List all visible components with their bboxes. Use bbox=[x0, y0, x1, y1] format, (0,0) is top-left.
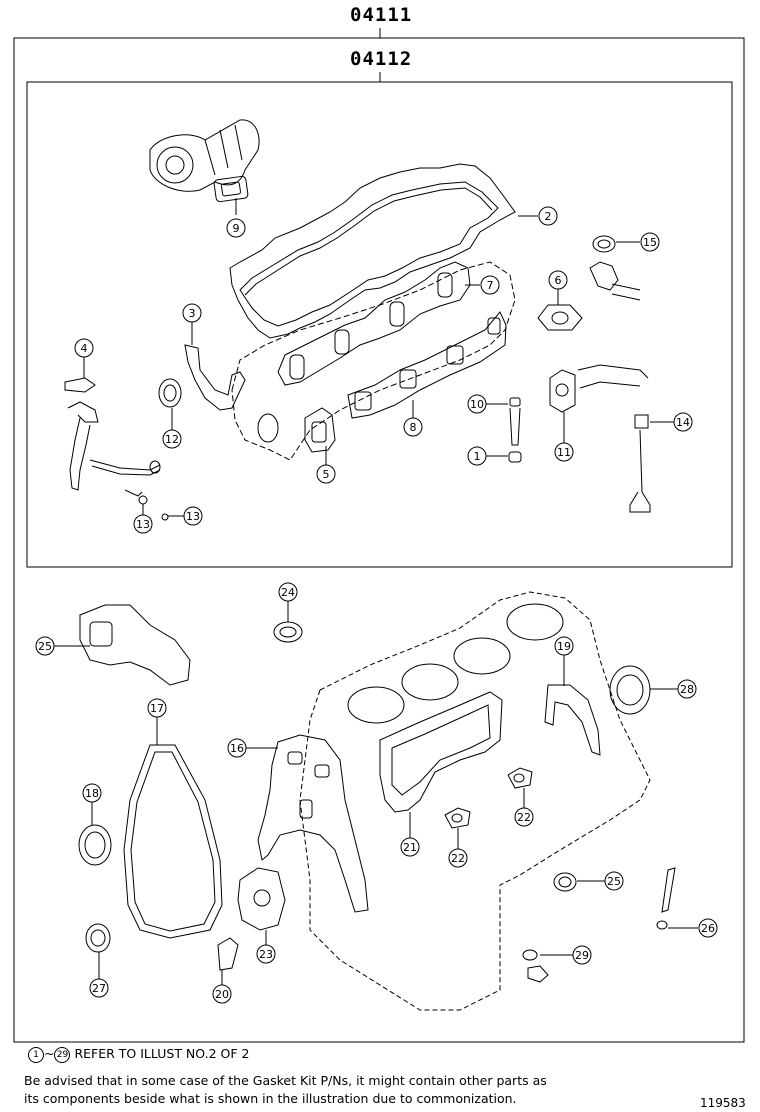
svg-text:10: 10 bbox=[470, 398, 484, 411]
svg-text:4: 4 bbox=[81, 342, 88, 355]
callout-5: 5 bbox=[316, 446, 336, 484]
svg-text:18: 18 bbox=[85, 787, 99, 800]
svg-text:8: 8 bbox=[410, 421, 417, 434]
svg-text:2: 2 bbox=[545, 210, 552, 223]
callout-16: 16 bbox=[227, 738, 278, 758]
plate-drawing bbox=[184, 344, 246, 411]
svg-text:13: 13 bbox=[136, 518, 150, 531]
camshaft-seal-drawing bbox=[158, 378, 182, 408]
callout-10: 10 bbox=[467, 394, 508, 414]
callout-7: 7 bbox=[465, 275, 500, 295]
refer-end-marker: 29 bbox=[54, 1046, 71, 1063]
callout-18: 18 bbox=[82, 783, 102, 825]
callout-2: 2 bbox=[518, 206, 558, 226]
svg-text:25: 25 bbox=[607, 875, 621, 888]
svg-text:23: 23 bbox=[259, 948, 273, 961]
svg-text:20: 20 bbox=[215, 988, 229, 1001]
callout-6: 6 bbox=[548, 270, 568, 305]
callout-3: 3 bbox=[182, 303, 202, 345]
svg-text:11: 11 bbox=[557, 446, 571, 459]
callout-13-right: 13 bbox=[168, 506, 203, 526]
callout-22-left: 22 bbox=[448, 828, 468, 868]
engine-block-drawing bbox=[299, 591, 651, 1011]
callout-19: 19 bbox=[554, 636, 574, 686]
turbocharger-drawing bbox=[149, 119, 260, 203]
small-gaskets-drawing bbox=[217, 767, 676, 983]
svg-text:16: 16 bbox=[230, 742, 244, 755]
callout-26: 26 bbox=[668, 918, 718, 938]
water-parts-drawing bbox=[537, 235, 649, 413]
svg-text:21: 21 bbox=[403, 841, 417, 854]
illustration-number: 119583 bbox=[700, 1096, 746, 1110]
callout-17: 17 bbox=[147, 698, 167, 745]
valve-seals-drawing bbox=[508, 397, 651, 513]
callout-28: 28 bbox=[650, 679, 697, 699]
advice-line-2: its components beside what is shown in t… bbox=[24, 1091, 517, 1106]
refer-tilde: ~ bbox=[44, 1046, 55, 1061]
callout-27: 27 bbox=[89, 952, 109, 998]
outer-kit-frame bbox=[13, 37, 745, 1043]
timing-cover-gasket-drawing bbox=[123, 744, 223, 939]
callout-25-upper: 25 bbox=[35, 636, 90, 656]
callout-23: 23 bbox=[256, 930, 276, 964]
callout-9: 9 bbox=[226, 198, 246, 238]
elbow-drawing bbox=[79, 604, 191, 686]
svg-text:14: 14 bbox=[676, 416, 690, 429]
svg-text:7: 7 bbox=[487, 279, 494, 292]
intake-gasket-drawing bbox=[347, 311, 507, 419]
callout-24: 24 bbox=[278, 582, 298, 622]
callout-21: 21 bbox=[400, 812, 420, 857]
callout-13-left: 13 bbox=[133, 504, 153, 534]
refer-start-marker: 1 bbox=[28, 1046, 44, 1063]
svg-text:29: 29 bbox=[575, 949, 589, 962]
advice-line-1: Be advised that in some case of the Gask… bbox=[24, 1073, 547, 1088]
oil-pipe-drawing bbox=[64, 377, 169, 521]
svg-text:5: 5 bbox=[323, 468, 330, 481]
callout-4: 4 bbox=[74, 338, 94, 378]
svg-text:13: 13 bbox=[186, 510, 200, 523]
callout-11: 11 bbox=[554, 412, 574, 462]
svg-text:22: 22 bbox=[517, 811, 531, 824]
cylinder-head-drawing bbox=[231, 261, 516, 461]
svg-text:22: 22 bbox=[451, 852, 465, 865]
svg-text:12: 12 bbox=[165, 433, 179, 446]
callout-20: 20 bbox=[212, 970, 232, 1004]
svg-text:28: 28 bbox=[680, 683, 694, 696]
svg-text:26: 26 bbox=[701, 922, 715, 935]
callout-29: 29 bbox=[540, 945, 592, 965]
head-cover-gasket-drawing bbox=[229, 163, 516, 339]
svg-text:24: 24 bbox=[281, 586, 295, 599]
svg-text:27: 27 bbox=[92, 982, 106, 995]
callout-25-lower: 25 bbox=[577, 871, 624, 891]
svg-text:9: 9 bbox=[233, 222, 240, 235]
callout-8: 8 bbox=[403, 400, 423, 437]
callout-22-right: 22 bbox=[514, 788, 534, 827]
outer-kit-number: 04111 bbox=[350, 4, 413, 26]
svg-text:15: 15 bbox=[643, 236, 657, 249]
inner-kit-frame bbox=[26, 81, 733, 568]
callout-15: 15 bbox=[616, 232, 660, 252]
front-plate-gasket-drawing bbox=[257, 734, 369, 913]
round-seals-drawing bbox=[78, 621, 651, 953]
rear-plate-gasket-drawing bbox=[544, 684, 601, 756]
svg-text:19: 19 bbox=[557, 640, 571, 653]
oil-cooler-gasket-drawing bbox=[379, 691, 503, 813]
callout-12: 12 bbox=[162, 408, 182, 449]
svg-text:1: 1 bbox=[474, 450, 481, 463]
svg-text:3: 3 bbox=[189, 307, 196, 320]
exhaust-gasket-upper-drawing bbox=[277, 261, 471, 386]
inner-kit-number: 04112 bbox=[350, 48, 413, 70]
refer-text: REFER TO ILLUST NO.2 OF 2 bbox=[74, 1046, 250, 1061]
svg-text:17: 17 bbox=[150, 702, 164, 715]
svg-text:6: 6 bbox=[555, 274, 562, 287]
callout-1: 1 bbox=[467, 446, 508, 466]
svg-text:25: 25 bbox=[38, 640, 52, 653]
refer-note: 1~29 REFER TO ILLUST NO.2 OF 2 bbox=[28, 1045, 249, 1063]
callout-14: 14 bbox=[650, 412, 693, 432]
side-gasket-drawing bbox=[304, 407, 336, 453]
